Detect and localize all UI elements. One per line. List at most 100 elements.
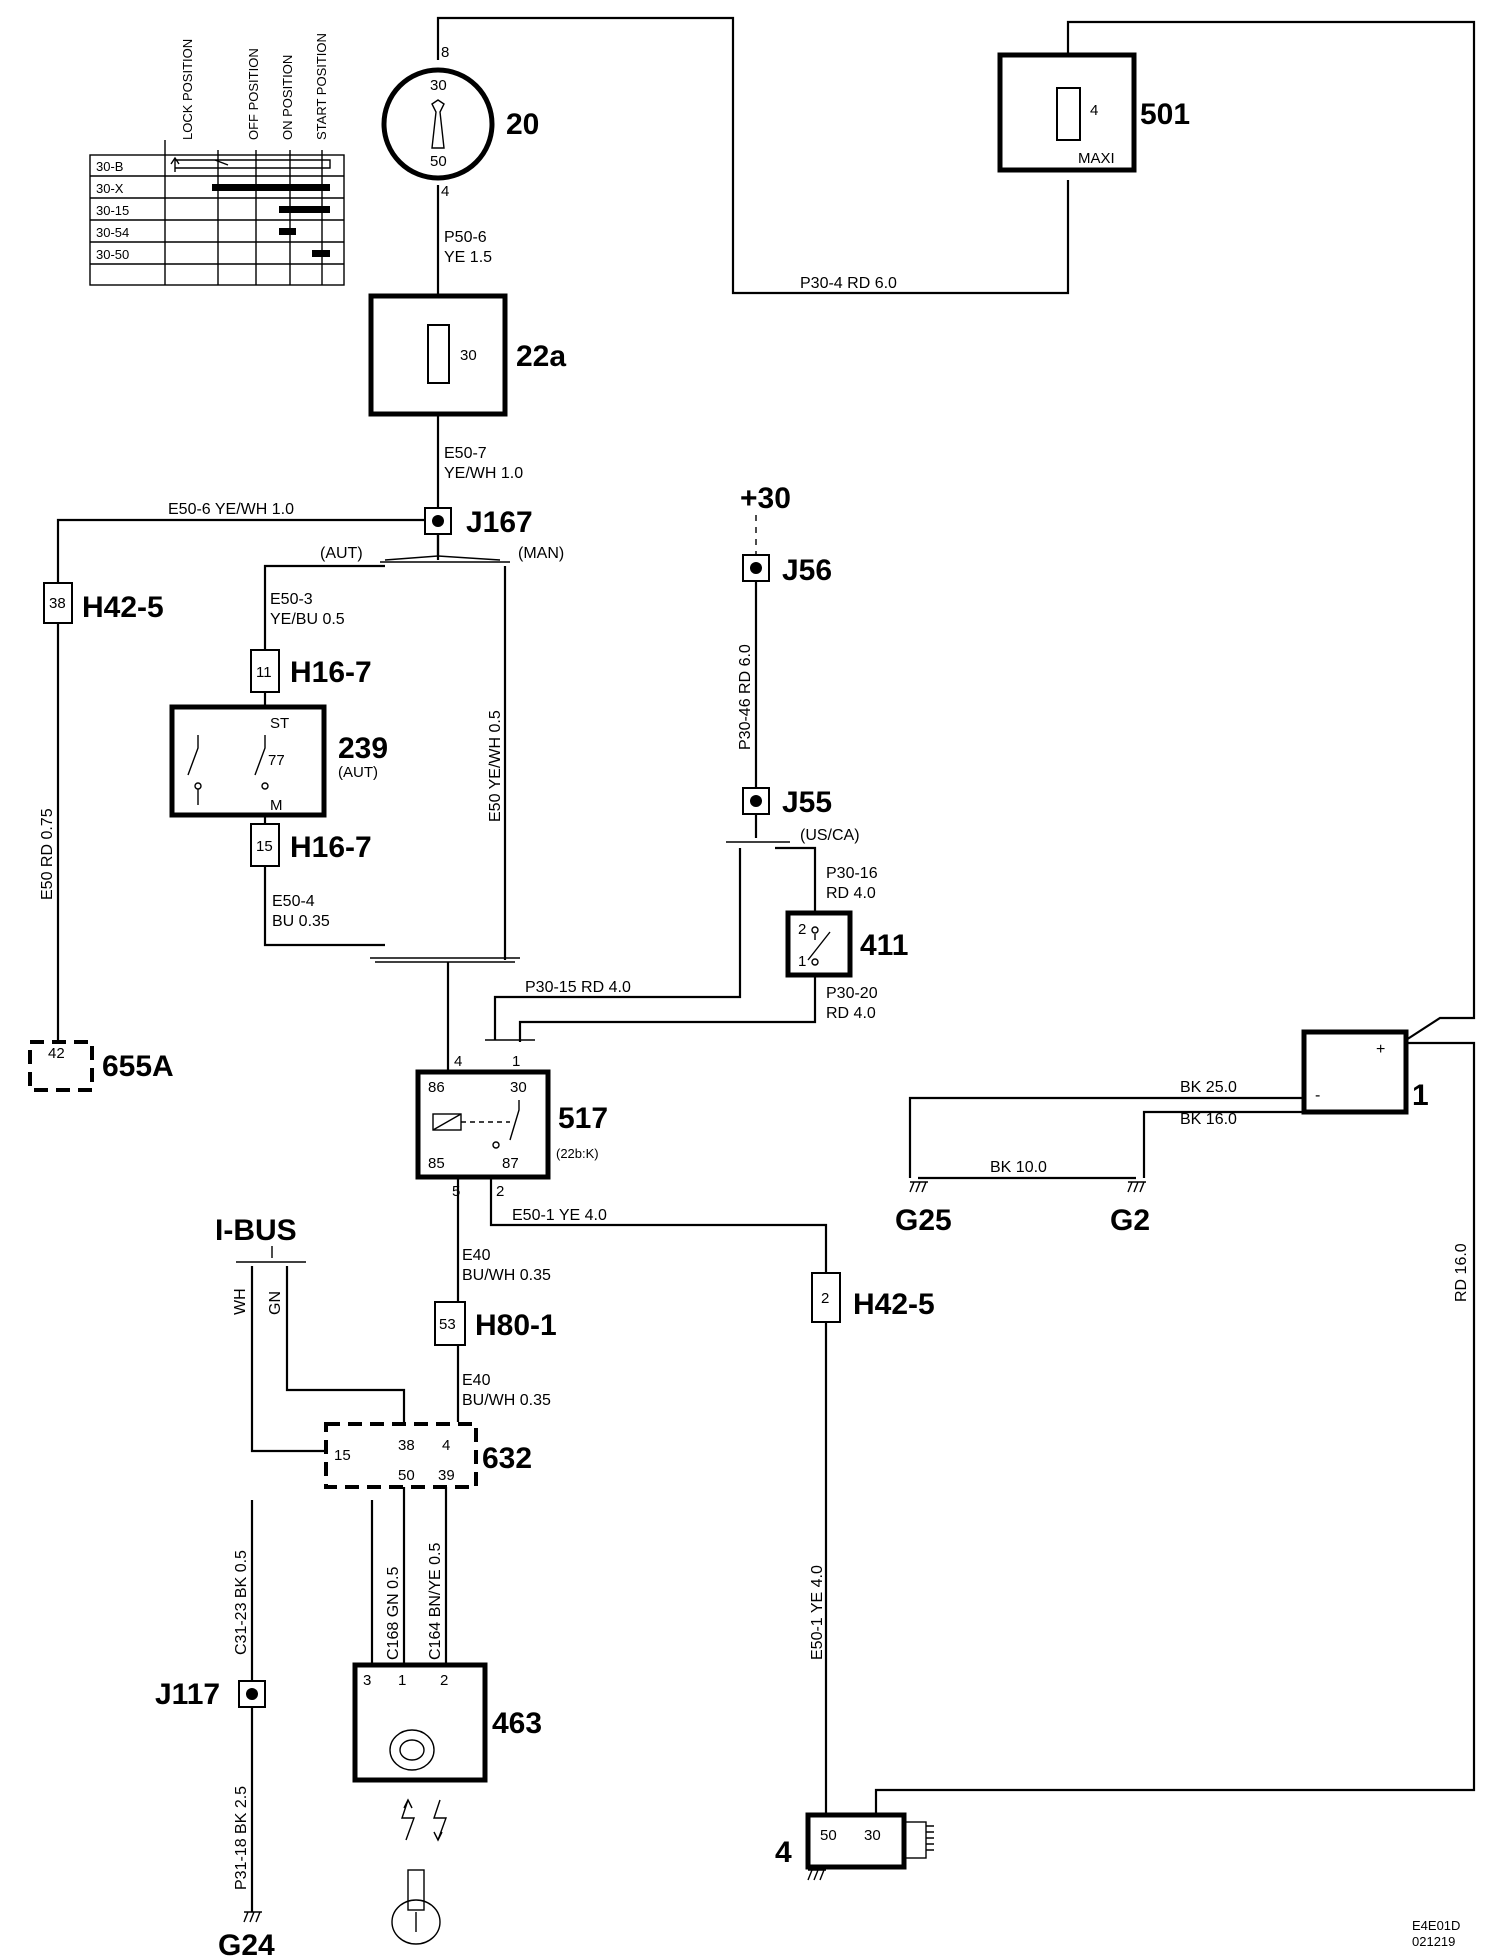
module-632[interactable]: 15 38 4 50 39 632 (324, 1422, 532, 1489)
component-id-h80-1: H80-1 (475, 1309, 557, 1342)
key-fob-icon (407, 1869, 425, 1911)
term-86: 86 (428, 1079, 445, 1096)
ground-symbol-icon (807, 1869, 826, 1881)
component-id-463: 463 (492, 1707, 542, 1740)
wire-e40-lower-spec: BU/WH 0.35 (462, 1392, 551, 1409)
component-sub-239: (AUT) (338, 764, 378, 781)
bar-30-x (212, 184, 330, 191)
signal-arrow-icon (433, 1799, 447, 1841)
wire-e50-yewh: E50 YE/WH 0.5 (487, 710, 504, 822)
wire-e40-spec: BU/WH 0.35 (462, 1267, 551, 1284)
wire-bk-10: BK 10.0 (990, 1159, 1047, 1176)
component-id-j117: J117 (155, 1678, 220, 1711)
wire-labels: P30-4 RD 6.0 P50-6 YE 1.5 E50-7 YE/WH 1.… (39, 229, 1470, 1890)
component-id-j55: J55 (782, 786, 832, 819)
term-87: 87 (502, 1155, 519, 1172)
pin-53: 53 (439, 1316, 456, 1333)
table-row-30-b: 30-B (96, 159, 123, 174)
pin-1: 1 (798, 953, 806, 970)
wire-p30-4: P30-4 RD 6.0 (800, 275, 897, 292)
term-30: 30 (510, 1079, 527, 1096)
ignition-switch-20[interactable]: 8 30 50 4 20 (381, 44, 539, 200)
term-50: 50 (430, 153, 447, 170)
ground-id-g24: G24 (218, 1929, 275, 1958)
pin-1: 1 (398, 1672, 406, 1689)
diagram-code: E4E01D (1412, 1918, 1460, 1933)
wire-e50-7: E50-7 (444, 445, 487, 462)
wire-p30-20-spec: RD 4.0 (826, 1005, 876, 1022)
junction-j55[interactable]: J55 (742, 786, 832, 819)
terminal-minus: - (1315, 1087, 1320, 1104)
table-header-start: START POSITION (314, 33, 329, 140)
pin-50: 50 (820, 1827, 837, 1844)
starter-4[interactable]: 50 30 4 (775, 1812, 934, 1881)
pin-2: 2 (798, 921, 806, 938)
i-bus-label: I-BUS (215, 1214, 297, 1247)
signal-arrow-icon (401, 1799, 415, 1841)
wire-p30-46: P30-46 RD 6.0 (737, 644, 754, 750)
ground-g25: G25 (895, 1181, 952, 1237)
connector-655a[interactable]: 42 655A (28, 1040, 174, 1092)
pin-4: 4 (442, 1437, 450, 1454)
connector-h42-5-bottom[interactable]: 2 H42-5 (811, 1272, 935, 1323)
receiver-463[interactable]: 3 1 2 463 (352, 1662, 542, 1945)
switch-411[interactable]: 2 1 411 (785, 910, 908, 978)
lock-bracket-icon (174, 159, 331, 172)
pin-3: 3 (363, 1672, 371, 1689)
bar-30-50 (312, 250, 330, 257)
pin-39: 39 (438, 1467, 455, 1484)
junction-j56[interactable]: J56 (742, 554, 832, 587)
connector-h16-7-top[interactable]: 11 H16-7 (250, 649, 372, 693)
component-id-j167: J167 (466, 506, 533, 539)
label-us-ca: (US/CA) (800, 827, 860, 844)
pin-77: 77 (268, 752, 285, 769)
ignition-position-table: LOCK POSITION OFF POSITION ON POSITION S… (89, 33, 345, 286)
pin-2: 2 (821, 1290, 829, 1307)
component-id-655a: 655A (102, 1050, 174, 1083)
component-id-4: 4 (775, 1836, 792, 1869)
wire-p50-6: P50-6 (444, 229, 487, 246)
wire-e50-4: E50-4 (272, 893, 315, 910)
component-id-501: 501 (1140, 98, 1190, 131)
wire-p30-15: P30-15 RD 4.0 (525, 979, 631, 996)
pin-38: 38 (398, 1437, 415, 1454)
wire-p50-6-spec: YE 1.5 (444, 249, 492, 266)
term-30: 30 (430, 77, 447, 94)
key-mark-icon (214, 159, 229, 166)
pin-1: 1 (512, 1053, 520, 1070)
table-row-30-54: 30-54 (96, 225, 129, 240)
connector-h80-1[interactable]: 53 H80-1 (434, 1301, 557, 1346)
table-row-30-x: 30-X (96, 181, 124, 196)
component-id-h42-5: H42-5 (853, 1288, 935, 1321)
connector-h42-5-top[interactable]: 38 H42-5 (43, 582, 164, 624)
wire-e50-4-spec: BU 0.35 (272, 913, 330, 930)
wire-e50-3: E50-3 (270, 591, 313, 608)
relay-517[interactable]: 4 1 86 30 85 87 5 2 517 (22b:K) (415, 1053, 608, 1200)
junction-j167[interactable]: J167 (424, 506, 533, 539)
battery-1[interactable]: + - 1 (1301, 1029, 1429, 1115)
wire-c31-23: C31-23 BK 0.5 (233, 1550, 250, 1655)
wire-gn: GN (267, 1291, 284, 1315)
pin-42: 42 (48, 1045, 65, 1062)
pin-15: 15 (256, 838, 273, 855)
wire-e50-1-vertical: E50-1 YE 4.0 (809, 1565, 826, 1660)
wire-wh: WH (232, 1288, 249, 1315)
wire-e40: E40 (462, 1247, 491, 1264)
wire-c164: C164 BN/YE 0.5 (427, 1543, 444, 1661)
wires (56, 16, 1476, 1912)
bar-30-54 (279, 228, 296, 235)
connector-h16-7-bottom[interactable]: 15 H16-7 (250, 823, 372, 867)
wire-rd-16: RD 16.0 (1453, 1243, 1470, 1302)
wire-c168: C168 GN 0.5 (385, 1567, 402, 1660)
component-id-239: 239 (338, 732, 388, 765)
maxi-fuse-501[interactable]: 4 MAXI 501 (997, 52, 1190, 173)
pin-11: 11 (256, 664, 272, 681)
fuse-22a[interactable]: 30 22a (368, 293, 566, 417)
pin-5: 5 (452, 1183, 460, 1200)
ground-id-g2: G2 (1110, 1204, 1150, 1237)
switch-239[interactable]: ST 77 M 239 (AUT) (169, 704, 388, 818)
pin-4: 4 (441, 183, 449, 200)
component-id-22a: 22a (516, 340, 566, 373)
junction-j117[interactable]: J117 (155, 1678, 266, 1711)
supply-plus-30: +30 (740, 482, 791, 515)
